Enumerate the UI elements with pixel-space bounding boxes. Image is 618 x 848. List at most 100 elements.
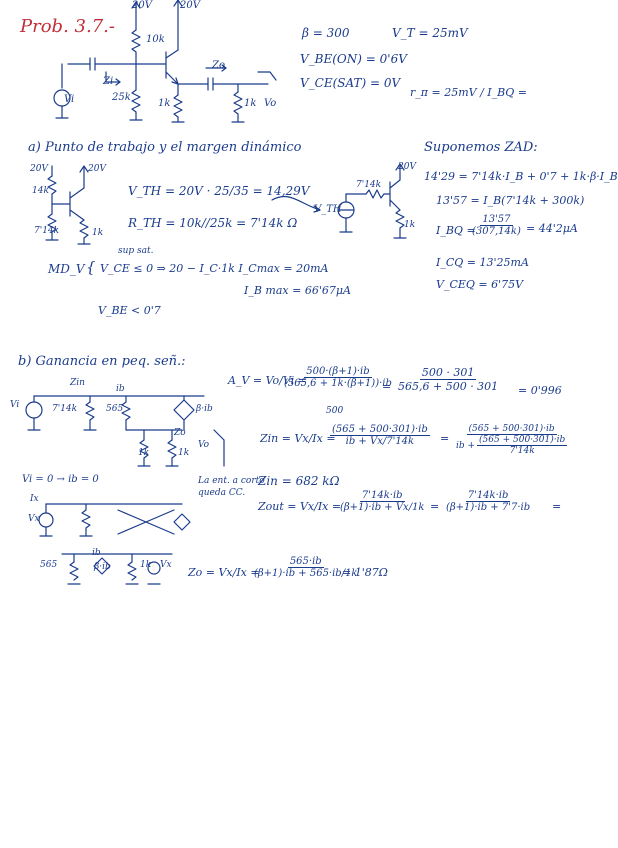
- zin-eq-sign: =: [440, 432, 450, 445]
- vi-label: Vi: [64, 94, 75, 105]
- thevenin-r-label: 7'14k: [356, 180, 382, 190]
- vth-formula: V_TH = 20V · 25/35 = 14,29V: [128, 184, 310, 198]
- av-label: A_V = Vo/Vi =: [228, 374, 307, 387]
- av-eq-sign: =: [382, 380, 392, 393]
- rpi-formula: r_π = 25mV / I_BQ =: [410, 86, 527, 99]
- zout-den2: (β+1)·ib + 7'7·ib: [446, 502, 531, 513]
- av-num2: 500 · 301: [419, 366, 477, 380]
- thevenin-vth-label: V_TH: [314, 204, 342, 215]
- problem-title: Prob. 3.7.-: [20, 16, 115, 37]
- zin-result: Zin = 682 kΩ: [258, 474, 340, 488]
- ss-bib-label: β·ib: [196, 404, 213, 414]
- md-brace: {: [86, 258, 96, 276]
- ss-vi-label: Vi: [10, 400, 20, 410]
- worksheet-page: Prob. 3.7.-: [10, 0, 618, 585]
- thevenin-circuit-diagram: [271, 163, 407, 239]
- zin-den2: ib + (565 + 500·301)·ib 7'14k: [454, 435, 569, 456]
- ibq-fraction: 13'57 (307,14k): [470, 214, 523, 237]
- r1k-emitter-label: 1k: [158, 98, 171, 109]
- bias-20v-b: 20V: [88, 164, 106, 174]
- av-den: (565,6 + 1k·(β+1))·ib: [284, 378, 392, 389]
- zin-num2: (565 + 500·301)·ib: [466, 424, 557, 435]
- zo-label: Zo: [212, 60, 225, 71]
- r565-label: 565: [40, 560, 58, 570]
- r1k-load-label: 1k: [244, 98, 257, 109]
- ibq-den: (307,14k): [472, 226, 521, 237]
- av-num: 500·(β+1)·ib: [304, 366, 372, 378]
- small-signal-circuit: [25, 395, 225, 467]
- thevenin-20v-label: 20V: [398, 162, 416, 172]
- ss-ib-label: ib: [116, 384, 125, 394]
- output-impedance-circuit: [38, 503, 191, 585]
- icq-value: I_CQ = 13'25mA: [436, 256, 529, 269]
- zout-den: (β+1)·ib + Vx/1k: [340, 502, 425, 513]
- section-b-heading: b) Ganancia en peq. señ.:: [18, 354, 186, 369]
- supply-20v-b: 20V: [180, 0, 200, 11]
- zin-fraction-2: (565 + 500·301)·ib ib + (565 + 500·301)·…: [454, 424, 569, 456]
- r1k-c-label: 1k: [140, 560, 152, 570]
- zi-label: Zi: [103, 76, 114, 87]
- zo-fraction: 565·ib (β+1)·ib + 565·ib/1k: [252, 556, 360, 579]
- ss-vo-label: Vo: [198, 440, 210, 450]
- vx-label: Vx: [28, 514, 40, 524]
- bias-r1k: 1k: [92, 228, 104, 238]
- md-line2: I_B max = 66'67μA: [244, 284, 351, 297]
- r25k-label: 25k: [112, 92, 131, 103]
- av-fraction-2: 500 · 301 565,6 + 500 · 301: [396, 366, 500, 393]
- vi-zero-note: Vi = 0 → ib = 0: [22, 474, 99, 485]
- zin-den: ib + Vx/7'14k: [345, 436, 415, 447]
- av-den-extra: 500: [326, 406, 344, 416]
- bib-small-label: β·ib: [94, 562, 111, 572]
- r10k-label: 10k: [146, 34, 165, 45]
- av-result: = 0'996: [518, 384, 562, 397]
- section-a-heading: a) Punto de trabajo y el margen dinámico: [28, 140, 302, 155]
- zin-label: Zin = Vx/Ix =: [260, 432, 336, 445]
- zo-result: = 1'87Ω: [342, 566, 388, 579]
- ss-rpi-label: 565: [106, 404, 124, 414]
- md-line1: V_CE ≤ 0 ⇒ 20 − I_C·1k I_Cmax = 20mA: [100, 262, 329, 275]
- thevenin-1k-label: 1k: [404, 220, 416, 230]
- rth-formula: R_TH = 10k//25k = 7'14k Ω: [128, 216, 298, 230]
- vo-label: Vo: [264, 98, 277, 109]
- bias-r14k: 14k: [32, 186, 49, 196]
- note-line1: La ent. a corto: [198, 476, 265, 486]
- ss-zin-label: Zin: [70, 378, 85, 388]
- note-line2: queda CC.: [198, 488, 246, 498]
- zad-heading: Suponemos ZAD:: [424, 140, 538, 155]
- beta-value: β = 300: [302, 26, 350, 40]
- ib-small-label: ib: [92, 548, 101, 558]
- zin-num: (565 + 500·301)·ib: [330, 424, 430, 436]
- vce-sat-value: V_CE(SAT) = 0V: [300, 76, 401, 90]
- md-label: MD_V: [48, 262, 85, 276]
- bias-20v-a: 20V: [30, 164, 48, 174]
- ix-label: Ix: [30, 494, 39, 504]
- md-sup-sat: sup sat.: [118, 246, 154, 256]
- vceq-value: V_CEQ = 6'75V: [436, 278, 524, 291]
- vbe-on-value: V_BE(ON) = 0'6V: [300, 52, 407, 66]
- vt-value: V_T = 25mV: [392, 26, 468, 40]
- zout-num: 7'14k·ib: [359, 490, 405, 502]
- zin-den2b: (565 + 500·301)·ib 7'14k: [477, 435, 568, 456]
- zin-den2b-den: 7'14k: [509, 446, 535, 456]
- ibq-value: = 44'2μA: [526, 222, 578, 235]
- zout-fraction-2: 7'14k·ib (β+1)·ib + 7'7·ib: [444, 490, 532, 513]
- ss-rin-label: 7'14k: [52, 404, 78, 414]
- zin-den2b-num: (565 + 500·301)·ib: [477, 435, 568, 446]
- zin-den2a: ib +: [456, 440, 476, 451]
- md-line3: V_BE < 0'7: [98, 304, 161, 317]
- av-fraction-1: 500·(β+1)·ib (565,6 + 1k·(β+1))·ib: [282, 366, 394, 389]
- zad-eq2: 13'57 = I_B(7'14k + 300k): [436, 194, 585, 207]
- ss-1k-b-label: 1k: [178, 448, 190, 458]
- zout-label: Zout = Vx/Ix =: [258, 500, 342, 513]
- bias-circuit-diagram: [45, 165, 91, 245]
- supply-20v-a: 20V: [132, 0, 152, 11]
- ss-zo-label: Zo: [174, 428, 186, 438]
- ibq-label: I_BQ =: [436, 224, 476, 237]
- av-den2: 565,6 + 500 · 301: [398, 380, 499, 393]
- zout-fraction-1: 7'14k·ib (β+1)·ib + Vx/1k: [338, 490, 427, 513]
- zout-num2: 7'14k·ib: [465, 490, 511, 502]
- zo-num: 565·ib: [287, 556, 324, 568]
- bias-r7k14: 7'14k: [34, 226, 60, 236]
- ibq-num: 13'57: [480, 214, 513, 226]
- zout-trailing-eq: =: [552, 500, 562, 513]
